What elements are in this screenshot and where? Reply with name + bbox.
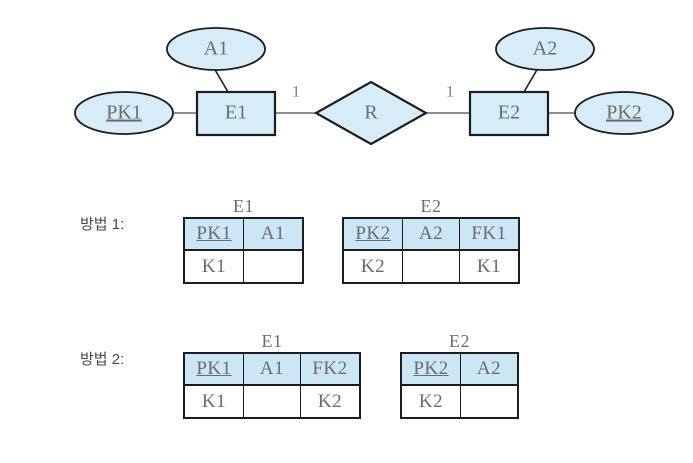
column-header-pk2: PK2	[400, 352, 461, 386]
e1-rect	[195, 90, 277, 137]
column-header-fk1: FK1	[459, 217, 520, 251]
cell-pk2-value: K2	[400, 384, 461, 419]
entity-e1[interactable]: E1	[195, 90, 277, 137]
attribute-a2[interactable]: A2	[495, 27, 595, 71]
e2-rect	[468, 90, 550, 137]
cell-a2-value	[402, 249, 460, 284]
table-row: K1	[183, 249, 304, 284]
cell-pk2-value: K2	[342, 249, 403, 284]
a2-label: A2	[533, 38, 557, 60]
cardinality-right: 1	[446, 84, 454, 101]
relationship-r[interactable]: R	[313, 80, 429, 146]
cell-fk2-value: K2	[300, 384, 361, 419]
table-header-row: PK1 A1 FK2	[183, 352, 361, 386]
connector-a1-e1	[213, 67, 229, 93]
method-block-1: 방법 1: E1 PK1 A1 K1 E2 PK2	[0, 195, 693, 295]
attribute-pk1[interactable]: PK1	[74, 91, 174, 135]
table-header-row: PK2 A2 FK1	[342, 217, 520, 251]
cell-pk1-value: K1	[183, 384, 244, 419]
entity-e2[interactable]: E2	[468, 90, 550, 137]
r-diamond	[313, 80, 429, 146]
column-header-pk1: PK1	[183, 352, 244, 386]
pk2-ellipse	[574, 91, 674, 135]
method-2-table-e2-title: E2	[449, 331, 470, 351]
cell-a1-value	[243, 249, 304, 284]
connector-a2-e2	[523, 67, 539, 93]
pk2-label: PK2	[606, 102, 642, 124]
a2-ellipse	[495, 27, 595, 71]
cell-pk1-value: K1	[183, 249, 244, 284]
pk1-label: PK1	[106, 102, 142, 124]
method-1-table-e1: PK1 A1 K1	[183, 217, 304, 284]
table-row: K1 K2	[183, 384, 361, 419]
method-1-table-e2-wrap: E2 PK2 A2 FK1 K2 K1	[342, 195, 520, 284]
table-header-row: PK2 A2	[400, 352, 519, 386]
method-2-table-e2: PK2 A2 K2	[400, 352, 519, 419]
method-1-table-e2: PK2 A2 FK1 K2 K1	[342, 217, 520, 284]
column-header-pk2: PK2	[342, 217, 403, 251]
method-block-2: 방법 2: E1 PK1 A1 FK2 K1 K2 E2	[0, 330, 693, 430]
cell-a1-value	[243, 384, 301, 419]
table-header-row: PK1 A1	[183, 217, 304, 251]
column-header-a1: A1	[243, 217, 304, 251]
er-diagram: A1 A2 PK1 PK2 E1 E2 R 1 1	[74, 27, 674, 146]
e2-label: E2	[498, 102, 520, 124]
method-1-table-e2-title: E2	[420, 196, 442, 216]
a1-ellipse	[166, 27, 266, 71]
column-header-a1: A1	[243, 352, 301, 386]
column-header-a2: A2	[460, 352, 519, 386]
method-2-table-e1-title: E1	[261, 331, 283, 351]
table-row: K2	[400, 384, 519, 419]
column-header-pk1: PK1	[183, 217, 244, 251]
attribute-pk2[interactable]: PK2	[574, 91, 674, 135]
method-1-table-e1-title: E1	[233, 196, 254, 216]
column-header-a2: A2	[402, 217, 460, 251]
cell-a2-value	[460, 384, 519, 419]
method-2-label: 방법 2:	[80, 351, 125, 368]
method-2-table-e1-wrap: E1 PK1 A1 FK2 K1 K2	[183, 330, 361, 419]
e1-label: E1	[225, 102, 247, 124]
pk1-ellipse	[74, 91, 174, 135]
cardinality-left: 1	[292, 84, 300, 101]
method-2-table-e2-wrap: E2 PK2 A2 K2	[400, 330, 519, 419]
column-header-fk2: FK2	[300, 352, 361, 386]
r-label: R	[364, 102, 378, 124]
method-2-table-e1: PK1 A1 FK2 K1 K2	[183, 352, 361, 419]
method-1-table-e1-wrap: E1 PK1 A1 K1	[183, 195, 304, 284]
method-1-label: 방법 1:	[80, 216, 125, 233]
cell-fk1-value: K1	[459, 249, 520, 284]
a1-label: A1	[204, 38, 228, 60]
table-row: K2 K1	[342, 249, 520, 284]
attribute-a1[interactable]: A1	[166, 27, 266, 71]
